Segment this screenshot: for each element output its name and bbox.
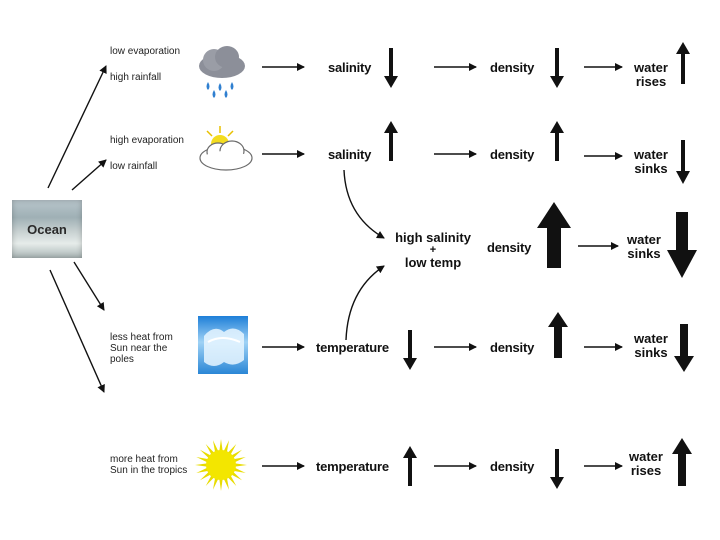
combined-density: density <box>487 240 532 255</box>
sun-ray <box>233 467 246 474</box>
combined-result-line2: sinks <box>627 246 661 261</box>
row4-result-up-arrow-icon <box>672 438 692 486</box>
rain-cloud-icon <box>199 46 245 98</box>
row3-factor-down-arrow-icon <box>403 330 417 370</box>
combined-label: high salinity + low temp <box>378 230 488 270</box>
row4-factor: temperature <box>316 459 389 474</box>
link-ocean-to-row4 <box>49 269 105 393</box>
sun-behind-cloud-icon <box>199 126 253 171</box>
combined-result-line1: water <box>627 232 661 247</box>
link-ocean-to-row3 <box>73 261 105 311</box>
row4-result: water rises <box>616 450 676 478</box>
row1-factor-down-arrow-icon <box>384 48 398 88</box>
sun-ray <box>223 440 230 453</box>
row2-condition-2: low rainfall <box>110 161 158 172</box>
row1-density-down-arrow-icon <box>550 48 564 88</box>
ocean-label: Ocean <box>27 222 67 237</box>
sun-ray <box>195 463 208 467</box>
ice-icon <box>198 316 248 374</box>
sun-ray <box>205 475 215 487</box>
sun-icon <box>195 439 247 491</box>
sun-ray <box>227 443 237 455</box>
row1-result-line2: rises <box>635 74 667 89</box>
sun-ray <box>196 467 209 474</box>
link-temperature-to-combined <box>345 265 385 341</box>
row2-result-line2: sinks <box>634 161 668 176</box>
row2-result-line1: water <box>634 147 668 162</box>
sun-ray <box>219 439 223 452</box>
row3-factor: temperature <box>316 340 389 355</box>
row1-condition-1: low evaporation <box>110 46 181 57</box>
row3-density: density <box>490 340 535 355</box>
row3-result-down-arrow-icon <box>674 324 694 372</box>
sun-ray <box>234 463 247 467</box>
link-ocean-to-row1 <box>47 65 107 189</box>
sun-ray <box>223 477 230 490</box>
row4-result-line1: water <box>629 449 663 464</box>
row3-result: water sinks <box>621 332 681 360</box>
combined-line-2: + <box>429 244 437 256</box>
sun-ray <box>231 449 243 459</box>
sun-ray <box>212 440 219 453</box>
row1-density: density <box>490 60 535 75</box>
sun-ray <box>205 443 215 455</box>
link-ocean-to-row2 <box>71 159 107 191</box>
row1-factor: salinity <box>328 60 372 75</box>
row2-density: density <box>490 147 535 162</box>
row4-density: density <box>490 459 535 474</box>
sun-ray <box>196 456 209 463</box>
row3-result-line1: water <box>634 331 668 346</box>
row1-result: water rises <box>621 61 681 89</box>
row1-condition-2: high rainfall <box>110 72 162 83</box>
row2-result-down-arrow-icon <box>676 140 690 184</box>
row1-result-line1: water <box>634 60 668 75</box>
row2-factor: salinity <box>328 147 372 162</box>
row3-result-line2: sinks <box>634 345 668 360</box>
combined-result: water sinks <box>614 233 674 261</box>
row2-result: water sinks <box>621 148 681 176</box>
sun-ray <box>227 475 237 487</box>
row3-condition: less heat from Sun near the poles <box>110 332 173 365</box>
sun-ray <box>231 471 243 481</box>
row4-condition: more heat from Sun in the tropics <box>110 454 188 476</box>
row3-density-up-arrow-icon <box>548 312 568 358</box>
row2-density-up-arrow-icon <box>550 121 564 161</box>
row1-result-up-arrow-icon <box>676 42 690 84</box>
combined-line-3: low temp <box>404 255 462 270</box>
row2-factor-up-arrow-icon <box>384 121 398 161</box>
row4-density-down-arrow-icon <box>550 449 564 489</box>
row4-result-line2: rises <box>630 463 662 478</box>
combined-density-large-up-arrow-icon <box>537 202 571 268</box>
row4-factor-up-arrow-icon <box>403 446 417 486</box>
sun-ray <box>233 456 246 463</box>
sun-ray <box>212 477 219 490</box>
sun-ray <box>199 449 211 459</box>
link-salinity-to-combined <box>343 169 385 239</box>
combined-line-1: high salinity <box>395 230 471 245</box>
ocean-photo: Ocean <box>12 200 82 258</box>
sun-ray <box>219 478 223 491</box>
combined-result-large-down-arrow-icon <box>667 212 697 278</box>
row2-condition-1: high evaporation <box>110 135 184 146</box>
sun-ray <box>199 471 211 481</box>
